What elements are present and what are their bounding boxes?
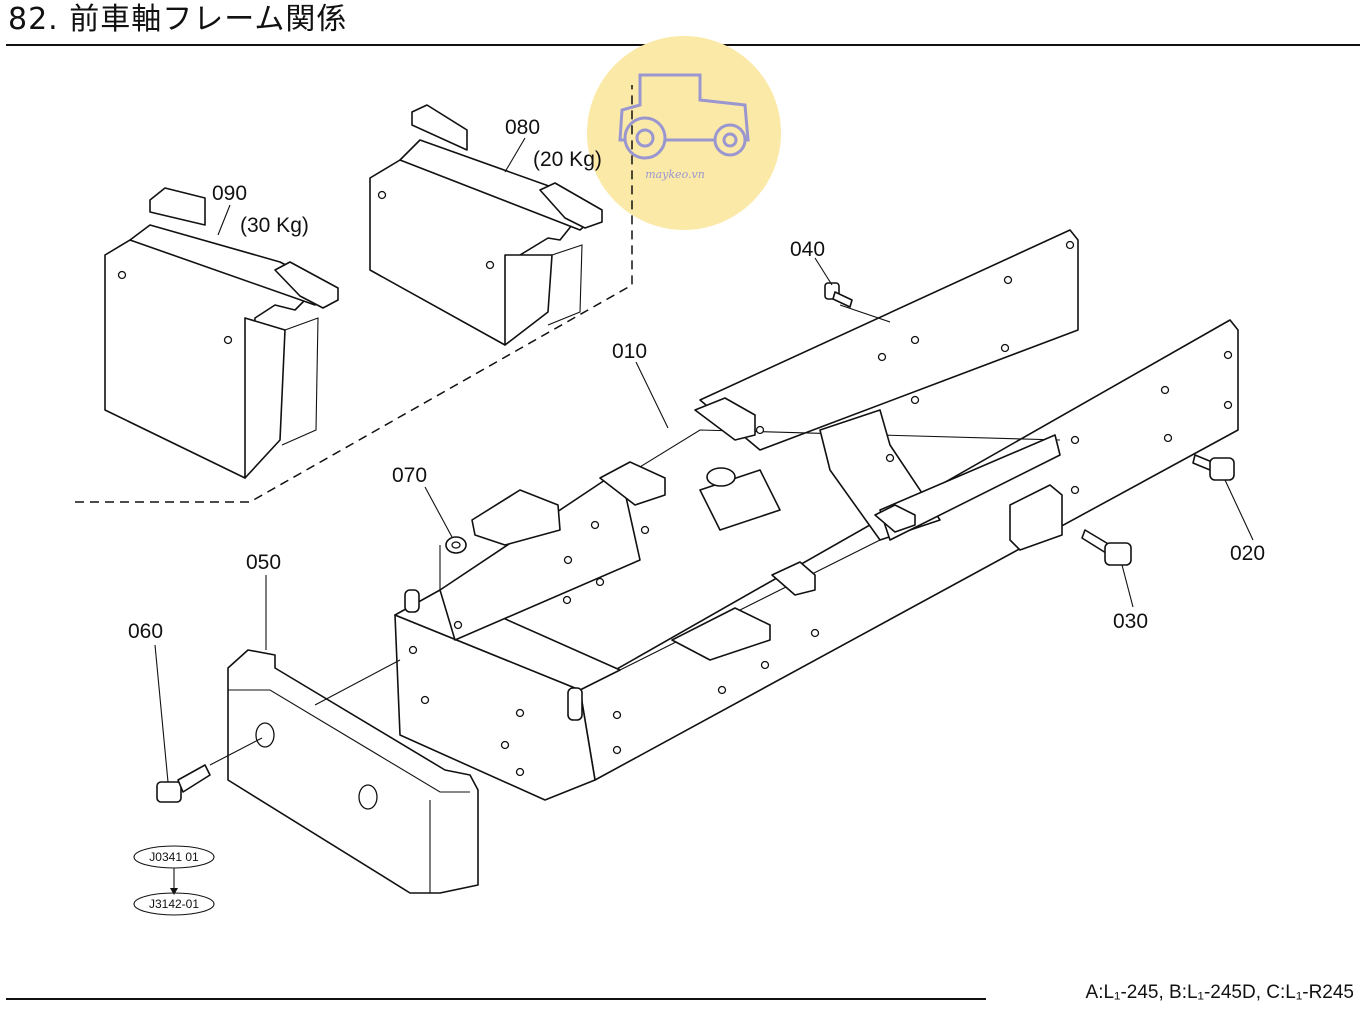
watermark-text: maykeo.vn — [645, 168, 705, 181]
callout-080: 080 — [505, 116, 540, 139]
bolt-020 — [1192, 454, 1235, 481]
bolt-040 — [824, 282, 853, 308]
callout-010: 010 — [612, 340, 647, 363]
tractor-icon — [618, 73, 750, 160]
callout-030: 030 — [1113, 610, 1148, 633]
front-weight-050 — [227, 649, 479, 894]
model-applicability: A:L₁-245, B:L₁-245D, C:L₁-R245 — [1085, 982, 1354, 1003]
callout-070: 070 — [392, 464, 427, 487]
leader-lines — [154, 137, 1254, 783]
callout-050: 050 — [246, 551, 281, 574]
front-axle-frame-010 — [394, 229, 1239, 801]
watermark: maykeo.vn — [587, 36, 781, 230]
callout-090-weight: (30 Kg) — [240, 214, 309, 237]
bolt-030 — [1081, 529, 1132, 566]
ref-code-1: J0341 01 — [149, 850, 199, 864]
nut-070 — [445, 536, 467, 554]
ref-code-2: J3142-01 — [149, 897, 199, 911]
page-title: 82. 前車軸フレーム関係 — [8, 2, 348, 37]
callout-020: 020 — [1230, 542, 1265, 565]
weight-080 — [369, 104, 603, 346]
callout-060: 060 — [128, 620, 163, 643]
watermark-circle — [587, 36, 781, 230]
weights-group-boundary — [75, 85, 633, 503]
bolt-060 — [156, 764, 211, 803]
reference-chain: J0341 01 J3142-01 — [133, 845, 215, 916]
footer-divider — [6, 998, 986, 1000]
callout-040: 040 — [790, 238, 825, 261]
weight-090 — [104, 187, 339, 479]
callout-080-weight: (20 Kg) — [533, 148, 602, 171]
callout-090: 090 — [212, 182, 247, 205]
frame-holes — [408, 240, 1233, 777]
